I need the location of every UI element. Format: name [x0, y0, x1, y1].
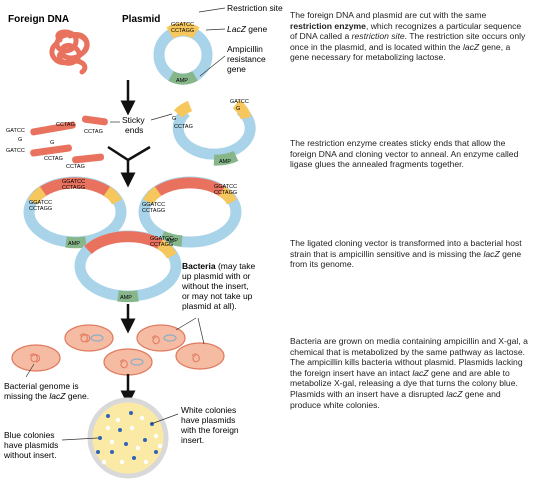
- dna-fragments: [30, 115, 108, 164]
- rec-right-seq-bottom-a: CCTAGG: [142, 208, 165, 214]
- open-gatcc: GATCC: [230, 99, 249, 105]
- rec-left-seq-bottom-b: CCTAGG: [62, 185, 85, 191]
- step1-description: The foreign DNA and plasmid are cut with…: [290, 10, 526, 63]
- frag-gatcc-2: GATCC: [6, 148, 25, 154]
- bacterial-genomes: [29, 333, 200, 369]
- bacteria-label-4: or may not take up: [182, 291, 253, 301]
- frag-gatcc-1: GATCC: [6, 128, 25, 134]
- ampicillin-label-3: gene: [227, 64, 246, 74]
- white-colonies-2: have plasmids: [181, 415, 235, 425]
- bacteria-label-5: plasmid at all).: [182, 301, 237, 311]
- recombinant-plasmid-left: [23, 176, 127, 249]
- recombinant-plasmid-right: [138, 176, 242, 248]
- open-g: G: [236, 106, 240, 112]
- ampicillin-label-1: Ampicillin: [227, 44, 263, 54]
- white-colonies-1: White colonies: [181, 405, 236, 415]
- rec-left-seq-top-b: GGATCC: [62, 179, 85, 185]
- sticky-ends-label-2: ends: [125, 125, 143, 135]
- frag-cctag-1: CCTAG: [56, 122, 75, 128]
- open-g-left: G: [172, 116, 176, 122]
- step2-description: The restriction enzyme creates sticky en…: [290, 138, 519, 170]
- restriction-site-label: Restriction site: [227, 3, 283, 13]
- amp-label-left: AMP: [68, 241, 80, 247]
- blue-colonies-3: without insert.: [3, 450, 56, 460]
- rec-bottom-seq-top: GGATCC: [150, 236, 173, 242]
- site-seq-top: GGATCC: [171, 22, 194, 28]
- step3-description: The ligated cloning vector is transforme…: [290, 238, 522, 270]
- lacz-gene-label: LacZ gene: [227, 24, 267, 34]
- rec-right-seq-top-a: GGATCC: [142, 202, 165, 208]
- ampicillin-label-2: resistance: [227, 54, 266, 64]
- frag-g-1: G: [18, 137, 22, 143]
- rec-bottom-seq-bottom: CCTAGG: [150, 242, 173, 248]
- amp-label-right: AMP: [166, 238, 178, 244]
- rec-right-seq-top-b: GGATCC: [214, 184, 237, 190]
- amp-label-open: AMP: [219, 159, 231, 165]
- arrow-merge: [107, 145, 151, 188]
- amp-label-bottom: AMP: [120, 295, 132, 301]
- bacteria-label-1: Bacteria (may take: [182, 261, 256, 271]
- plasmid-ring-open: [172, 99, 256, 166]
- foreign-dna-label: Foreign DNA: [8, 14, 69, 25]
- white-colonies: [101, 415, 163, 465]
- rec-left-seq-bottom-a: CCTAGG: [29, 206, 52, 212]
- frag-g-2: G: [50, 140, 54, 146]
- genome-label-1: Bacterial genome is: [4, 381, 79, 391]
- white-colonies-4: insert.: [181, 435, 204, 445]
- frag-cctag-3: CCTAG: [84, 129, 103, 135]
- white-colonies-3: with the foreign: [180, 425, 239, 435]
- bacteria-label-2: up plasmid with or: [182, 271, 251, 281]
- step4-description: Bacteria are grown on media containing a…: [290, 336, 528, 410]
- blue-colonies-2: have plasmids: [4, 440, 58, 450]
- open-cctag: CCTAG: [174, 124, 193, 130]
- blue-colonies-1: Blue colonies: [4, 430, 55, 440]
- recombinant-plasmid-bottom: [74, 230, 182, 303]
- plasmid-ring-intact: [153, 22, 213, 85]
- genome-label-2: missing the lacZ gene.: [4, 391, 89, 401]
- rec-left-seq-top-a: GGATCC: [29, 200, 52, 206]
- amp-label-top: AMP: [176, 78, 188, 84]
- plasmid-label: Plasmid: [122, 14, 160, 25]
- bacteria-cells: [11, 324, 225, 376]
- frag-cctag-2: CCTAG: [44, 156, 63, 162]
- petri-dish: [87, 397, 169, 479]
- sticky-ends-label-1: Sticky: [122, 115, 145, 125]
- foreign-dna-coil: [49, 29, 90, 75]
- bacteria-label-3: without the insert,: [181, 281, 249, 291]
- blue-colonies: [96, 411, 158, 460]
- rec-right-seq-bottom-b: CCTAGG: [214, 190, 237, 196]
- site-seq-bottom: CCTAGG: [171, 28, 194, 34]
- plasmids-in-bacteria: [90, 334, 177, 366]
- frag-cctag-4: CCTAG: [66, 164, 85, 170]
